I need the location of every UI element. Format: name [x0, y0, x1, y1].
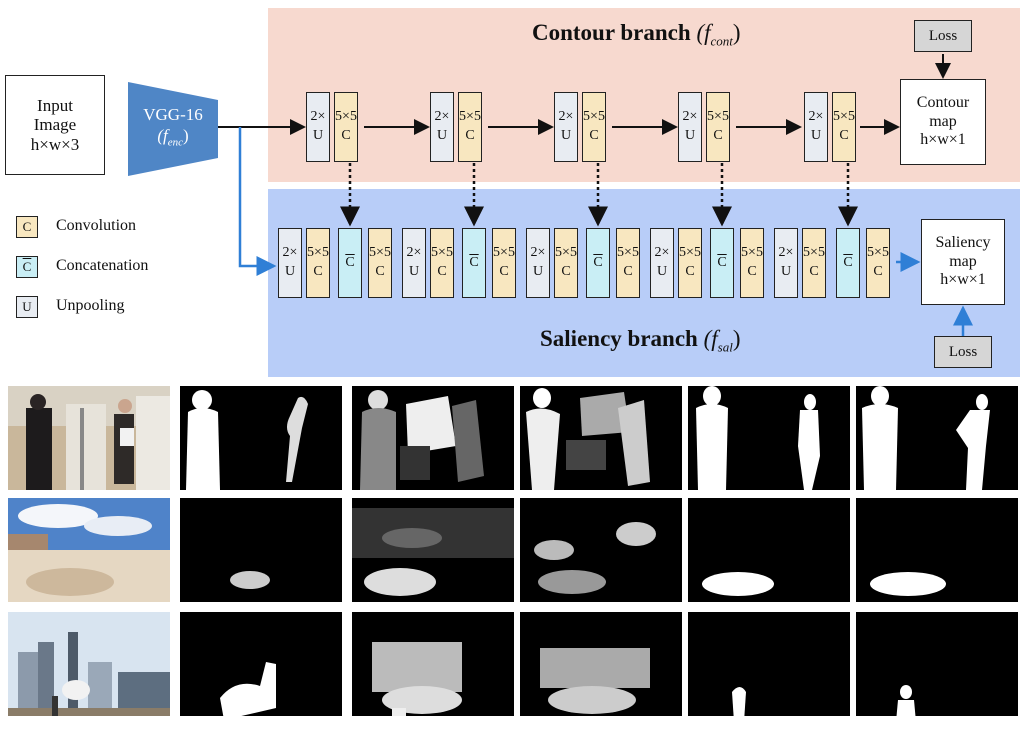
saliency-branch-panel: [268, 189, 1020, 377]
result-mask: [520, 612, 682, 716]
contour-unpool-block: 2×U: [678, 92, 702, 162]
contour-unpool-block: 2×U: [306, 92, 330, 162]
result-mask: [688, 498, 850, 602]
result-mask: [520, 498, 682, 602]
legend-unpool-label: Unpooling: [56, 297, 125, 314]
legend-conv-label: Convolution: [56, 217, 137, 234]
saliency-unpool-block: 2×U: [774, 228, 798, 298]
result-mask: [856, 612, 1018, 716]
saliency-unpool-block: 2×U: [650, 228, 674, 298]
photo-voting-booth: [8, 386, 170, 490]
contour-unpool-block: 2×U: [430, 92, 454, 162]
contour-unpool-block: 2×U: [804, 92, 828, 162]
saliency-concat-block: C: [338, 228, 362, 298]
saliency-concat-block: C: [586, 228, 610, 298]
contour-branch-title: Contour branch (fcont): [532, 20, 741, 49]
result-mask: [352, 498, 514, 602]
photo-beach: [8, 498, 170, 602]
result-mask: [352, 386, 514, 490]
photo-industrial: [8, 612, 170, 716]
input-image-box: Input Image h×w×3: [5, 75, 105, 175]
legend-unpool-swatch: U: [16, 296, 38, 318]
result-mask: [180, 386, 342, 490]
saliency-loss-box: Loss: [934, 336, 992, 368]
legend-concat-swatch: C: [16, 256, 38, 278]
result-mask: [352, 612, 514, 716]
result-mask: [856, 498, 1018, 602]
saliency-map-box: Saliency map h×w×1: [921, 219, 1005, 305]
result-mask: [856, 386, 1018, 490]
legend-concat-label: Concatenation: [56, 257, 149, 274]
saliency-concat-block: C: [710, 228, 734, 298]
saliency-concat-block: C: [836, 228, 860, 298]
saliency-unpool-block: 2×U: [402, 228, 426, 298]
legend-conv-swatch: C: [16, 216, 38, 238]
contour-map-box: Contour map h×w×1: [900, 79, 986, 165]
contour-branch-panel: [268, 8, 1020, 182]
saliency-concat-block: C: [462, 228, 486, 298]
saliency-branch-title: Saliency branch (fsal): [540, 326, 741, 355]
contour-loss-box: Loss: [914, 20, 972, 52]
result-mask: [688, 612, 850, 716]
saliency-unpool-block: 2×U: [278, 228, 302, 298]
result-mask: [520, 386, 682, 490]
encoder-label: VGG-16 (fenc): [143, 105, 203, 149]
contour-unpool-block: 2×U: [554, 92, 578, 162]
result-mask: [180, 612, 342, 716]
result-mask: [180, 498, 342, 602]
saliency-unpool-block: 2×U: [526, 228, 550, 298]
result-mask: [688, 386, 850, 490]
